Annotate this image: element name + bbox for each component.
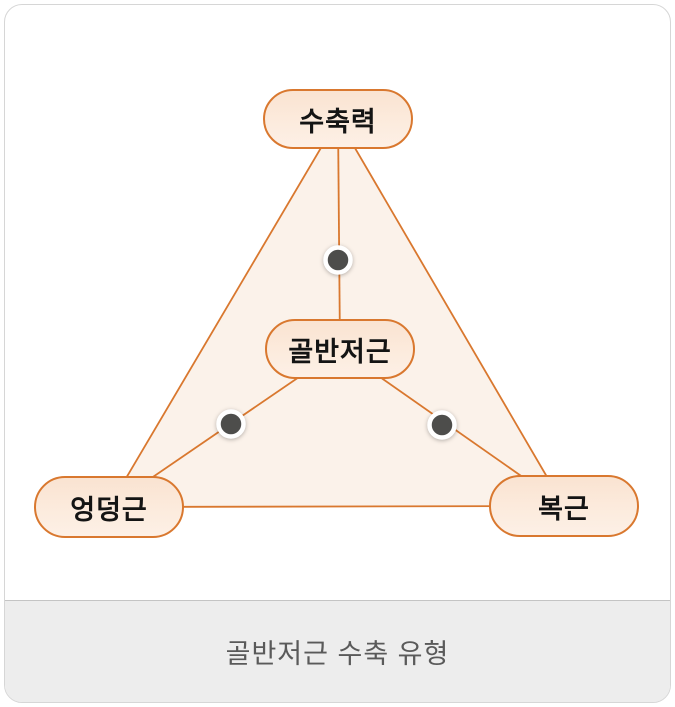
node-abdominal-muscle: 복근 (489, 475, 639, 537)
connector-dot-left (216, 409, 246, 439)
caption-text: 골반저근 수축 유형 (225, 639, 450, 669)
connector-center-to-top (337, 118, 341, 350)
node-label: 복근 (538, 493, 590, 524)
node-hip-muscle: 엉덩근 (34, 476, 184, 538)
node-label: 골반저근 (288, 336, 392, 367)
node-label: 수축력 (299, 106, 377, 137)
connector-dot-top (323, 245, 353, 275)
diagram-canvas: 수축력 골반저근 엉덩근 복근 (5, 5, 670, 602)
triangle-shape (108, 118, 565, 508)
node-label: 엉덩근 (70, 494, 148, 525)
connector-dot-right (427, 410, 457, 440)
node-contraction-force: 수축력 (263, 89, 413, 149)
diagram-lines-layer (108, 118, 565, 508)
node-pelvic-floor-muscle: 골반저근 (265, 319, 415, 379)
diagram-card: 수축력 골반저근 엉덩근 복근 골반저근 수축 유형 (4, 4, 671, 703)
caption-bar: 골반저근 수축 유형 (5, 600, 670, 702)
